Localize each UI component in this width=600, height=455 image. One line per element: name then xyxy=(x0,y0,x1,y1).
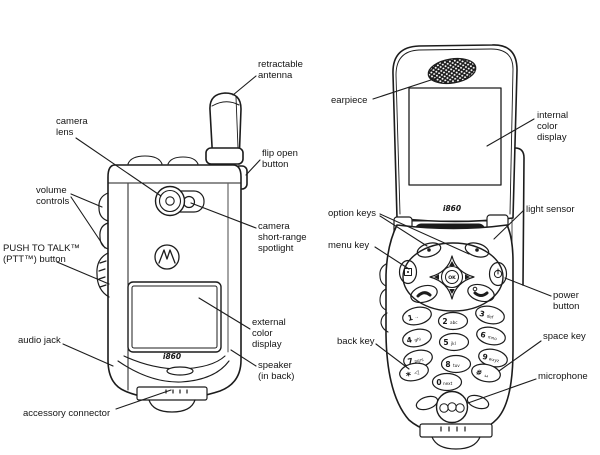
motorola-logo xyxy=(154,244,180,270)
svg-text:2: 2 xyxy=(442,317,447,326)
svg-text:mno: mno xyxy=(487,334,498,341)
keypad-key-3: 3 def xyxy=(475,305,505,325)
keypad-key-9: 9 wxyz xyxy=(478,348,508,368)
keypad-key-4: 4 ghi xyxy=(402,328,432,348)
keypad: 1 ., 2 abc 3 def 4 ghi 5 jkl xyxy=(399,305,508,392)
arrow-right-icon xyxy=(465,274,470,280)
label-option-keys: option keys xyxy=(328,208,377,219)
end-key xyxy=(467,283,495,303)
label-ptt-button: PUSH TO TALK™ (PTT™) button xyxy=(3,243,80,265)
microphone-art xyxy=(415,390,490,424)
keypad-key-1: 1 ., xyxy=(402,306,432,326)
label-menu-key: menu key xyxy=(328,240,370,251)
svg-text:ghi: ghi xyxy=(414,336,421,342)
accessory-connector-art xyxy=(136,386,208,413)
svg-text:9: 9 xyxy=(482,352,489,362)
svg-text:1: 1 xyxy=(407,313,414,323)
svg-text:5: 5 xyxy=(443,338,448,347)
ptt-button-art xyxy=(96,252,110,298)
arrow-left-icon xyxy=(434,274,439,280)
call-icon xyxy=(416,291,432,298)
label-external-display: external color display xyxy=(252,317,286,350)
svg-text:abc: abc xyxy=(450,320,458,325)
label-camera-lens: camera lens xyxy=(56,116,88,138)
ok-button xyxy=(440,265,464,289)
keypad-key-hash: # ␣ xyxy=(471,363,501,383)
svg-text:next: next xyxy=(443,381,453,386)
option-key-left xyxy=(416,242,442,258)
svg-text:tuv: tuv xyxy=(453,363,460,368)
navigation-pad: OK xyxy=(429,255,475,300)
label-flip-open-button: flip open button xyxy=(262,148,298,170)
arrow-down-icon xyxy=(449,289,455,294)
svg-text:wxyz: wxyz xyxy=(488,356,500,363)
external-display-art xyxy=(127,281,222,353)
end-call-icon xyxy=(473,291,489,297)
label-space-key: space key xyxy=(543,331,586,342)
svg-text:.,: ., xyxy=(415,313,419,318)
keypad-key-5: 5 jkl xyxy=(438,332,470,352)
label-back-key: back key xyxy=(337,336,375,347)
retractable-antenna-art xyxy=(205,92,244,165)
external-brand-text: i860 xyxy=(163,352,181,361)
bottom-connector-art xyxy=(419,423,493,450)
internal-brand-text: i860 xyxy=(443,204,461,213)
label-accessory-connector: accessory connector xyxy=(23,408,111,419)
power-button-art xyxy=(488,261,508,287)
ok-label: OK xyxy=(448,275,456,281)
svg-text:3: 3 xyxy=(479,309,486,319)
leader-lines xyxy=(56,75,552,410)
svg-text:*: * xyxy=(405,371,413,383)
svg-text:jkl: jkl xyxy=(450,341,456,346)
svg-text:4: 4 xyxy=(406,335,413,345)
svg-text:7: 7 xyxy=(407,356,414,366)
label-camera-spotlight: camera short-range spotlight xyxy=(258,221,307,254)
label-light-sensor: light sensor xyxy=(526,204,575,215)
keypad-key-0: 0 next xyxy=(431,372,463,392)
svg-text:8: 8 xyxy=(445,360,450,369)
keypad-key-2: 2 abc xyxy=(437,311,469,331)
svg-text:6: 6 xyxy=(480,330,487,340)
keypad-key-8: 8 tuv xyxy=(440,354,472,374)
back-icon: ◁ xyxy=(414,369,420,377)
flip-latch-art xyxy=(166,366,194,376)
nav-cluster xyxy=(402,242,504,312)
closed-phone-illustration: i860 xyxy=(96,92,248,413)
label-volume-controls: volume controls xyxy=(36,185,70,207)
camera-lens-art xyxy=(154,185,186,217)
option-key-right xyxy=(464,242,490,258)
call-key xyxy=(410,284,438,304)
svg-text:pqrs: pqrs xyxy=(414,357,424,364)
arrow-up-icon xyxy=(449,261,455,266)
label-earpiece: earpiece xyxy=(331,95,368,106)
label-power-button: power button xyxy=(553,290,580,312)
label-speaker: speaker (in back) xyxy=(258,360,295,382)
earpiece-grille xyxy=(427,57,477,85)
label-audio-jack: audio jack xyxy=(18,335,61,346)
svg-text:0: 0 xyxy=(436,378,441,387)
internal-display-art xyxy=(408,87,502,186)
open-phone-illustration: i860 xyxy=(379,44,525,450)
space-icon: ␣ xyxy=(484,370,489,378)
label-retractable-antenna: retractable antenna xyxy=(258,59,303,81)
svg-text:def: def xyxy=(486,313,494,319)
keypad-key-6: 6 mno xyxy=(476,326,506,346)
label-microphone: microphone xyxy=(538,371,588,382)
label-internal-display: internal color display xyxy=(537,110,569,143)
svg-text:#: # xyxy=(475,367,483,377)
